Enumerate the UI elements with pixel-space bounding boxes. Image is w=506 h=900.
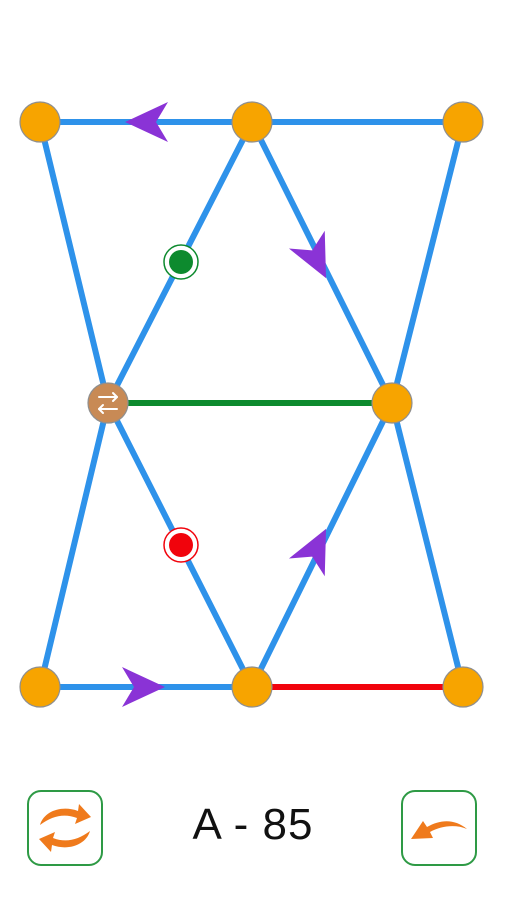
marker-red <box>163 527 199 563</box>
edge-right-upper[interactable] <box>389 119 466 406</box>
direction-arrows <box>122 102 327 707</box>
node-top-right[interactable] <box>442 101 484 143</box>
swap-arrows-icon <box>98 392 118 414</box>
arrow-down-right-icon <box>288 230 327 279</box>
nodes <box>19 101 484 708</box>
edge-left-upper[interactable] <box>37 119 111 406</box>
bottom-bar: A - 85 <box>0 760 506 900</box>
edge-left-lower[interactable] <box>37 400 111 690</box>
restart-button[interactable] <box>27 790 103 866</box>
node-bottom-right[interactable] <box>442 666 484 708</box>
edges <box>37 119 466 690</box>
marker-green <box>163 244 199 280</box>
arrow-up-right-icon <box>288 528 327 577</box>
level-label: A - 85 <box>192 800 314 849</box>
undo-icon <box>411 821 467 839</box>
node-middle-right[interactable] <box>371 382 413 424</box>
node-top-middle[interactable] <box>231 101 273 143</box>
node-bottom-left[interactable] <box>19 666 61 708</box>
node-top-left[interactable] <box>19 101 61 143</box>
edge-right-lower[interactable] <box>389 400 466 690</box>
node-bottom-middle[interactable] <box>231 666 273 708</box>
arrow-right-icon <box>122 667 165 707</box>
arrow-left-icon <box>125 102 168 142</box>
node-middle-left-swap[interactable] <box>87 382 129 424</box>
undo-button[interactable] <box>401 790 477 866</box>
puzzle-board <box>19 101 484 708</box>
restart-icon <box>39 804 91 852</box>
